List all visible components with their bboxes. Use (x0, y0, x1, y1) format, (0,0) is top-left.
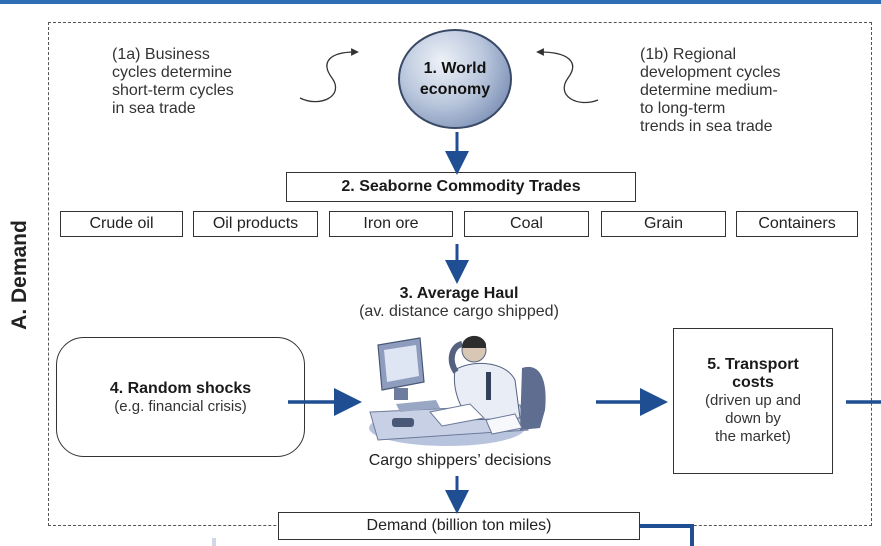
commodity-box: Coal (464, 211, 589, 237)
average-haul: 3. Average Haul (av. distance cargo ship… (300, 285, 618, 321)
top-accent-bar (0, 0, 881, 4)
world-economy-label: 1. World economy (420, 58, 490, 100)
commodity-label: Iron ore (363, 215, 419, 232)
transport-costs-box: 5. Transport costs (driven up and down b… (673, 328, 833, 474)
transport-sub-line-3: the market) (715, 428, 791, 445)
curve-arrow-1a (299, 48, 359, 103)
curve-arrow-1b (536, 48, 599, 104)
world-economy-globe: 1. World economy (398, 29, 512, 129)
random-shocks-title: 4. Random shocks (109, 379, 252, 397)
seaborne-trades-title: 2. Seaborne Commodity Trades (341, 178, 581, 195)
note-business-cycles: (1a) Business cycles determine short-ter… (112, 46, 234, 118)
note-1b-line: (1b) Regional (640, 46, 737, 63)
transport-title-line-2: costs (732, 374, 774, 391)
demand-label: Demand (billion ton miles) (366, 517, 552, 534)
transport-costs-title: 5. Transport costs (707, 356, 799, 392)
note-1b-line: determine medium- (640, 82, 778, 99)
commodity-box: Iron ore (329, 211, 453, 237)
cargo-shippers-caption: Cargo shippers’ decisions (368, 452, 552, 469)
note-1a-line: short-term cycles (112, 82, 234, 99)
note-1a-line: cycles determine (112, 64, 233, 81)
transport-sub-line-2: down by (725, 410, 781, 427)
note-regional-cycles: (1b) Regional development cycles determi… (640, 46, 781, 136)
note-1b-line: trends in sea trade (640, 118, 773, 135)
world-economy-line-2: economy (419, 81, 491, 98)
note-1a-line: (1a) Business (112, 46, 210, 63)
transport-title-line-1: 5. Transport (707, 356, 799, 373)
commodity-box: Crude oil (60, 211, 183, 237)
average-haul-subtitle: (av. distance cargo shipped) (359, 303, 559, 320)
commodity-label: Crude oil (89, 215, 154, 232)
note-1a-line: in sea trade (112, 100, 196, 117)
commodity-label: Oil products (212, 215, 299, 232)
demand-connector-line (640, 524, 694, 546)
transport-sub-line-1: (driven up and (705, 392, 801, 409)
cargo-shipper-illustration (369, 335, 546, 446)
seaborne-trades-box: 2. Seaborne Commodity Trades (286, 172, 636, 202)
lower-panel-hint (212, 538, 216, 546)
random-shocks-subtitle: (e.g. financial crisis) (114, 397, 247, 415)
transport-costs-subtitle: (driven up and down by the market) (705, 392, 801, 446)
commodity-label: Containers (758, 215, 836, 232)
commodity-label: Coal (510, 215, 543, 232)
commodity-box: Grain (601, 211, 726, 237)
world-economy-line-1: 1. World (423, 60, 487, 77)
random-shocks-box: 4. Random shocks (e.g. financial crisis) (56, 337, 305, 457)
average-haul-title: 3. Average Haul (399, 285, 519, 302)
note-1b-line: to long-term (640, 100, 726, 117)
commodity-box: Containers (736, 211, 858, 237)
commodity-box: Oil products (193, 211, 318, 237)
commodity-label: Grain (643, 215, 684, 232)
note-1b-line: development cycles (640, 64, 781, 81)
